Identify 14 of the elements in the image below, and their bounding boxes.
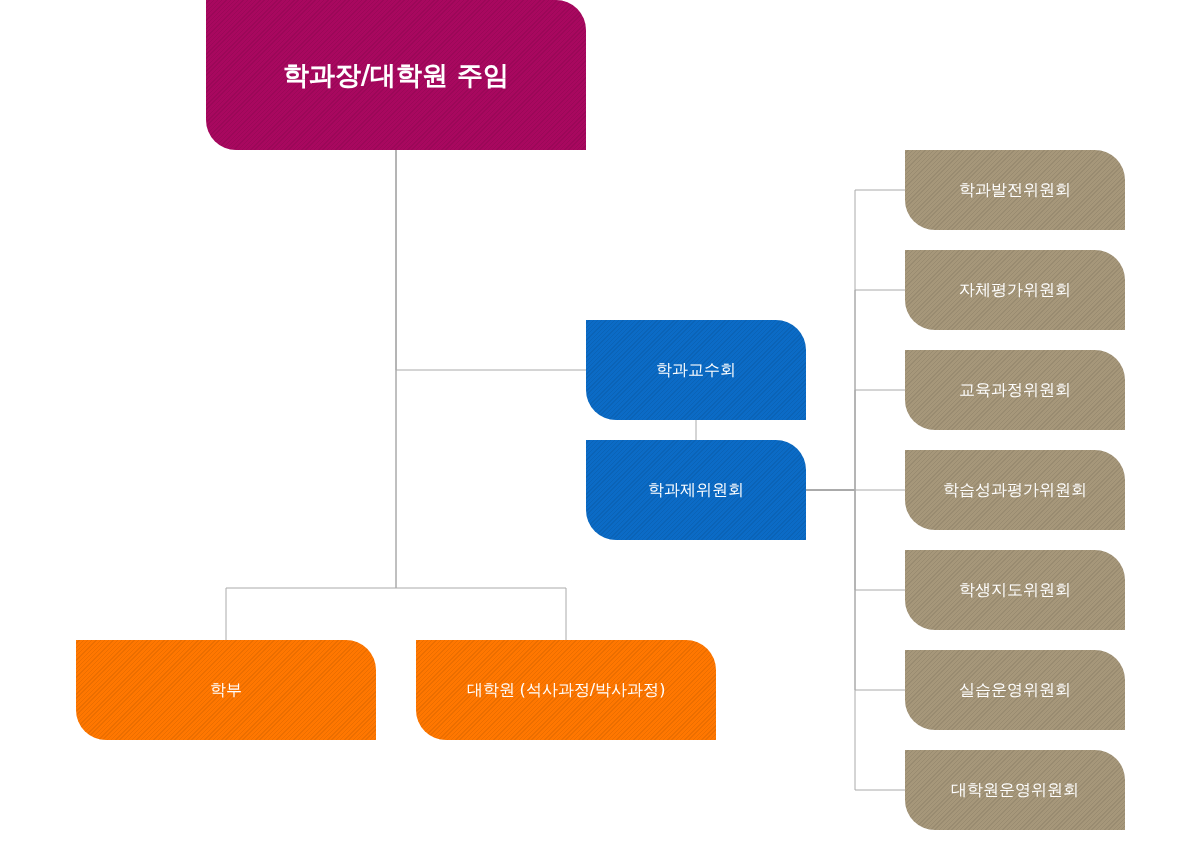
committee-box: 실습운영위원회 [905,650,1125,730]
division-box: 학부 [76,640,376,740]
committee-box: 자체평가위원회 [905,250,1125,330]
council-box: 학과교수회 [586,320,806,420]
committee-box: 대학원운영위원회 [905,750,1125,830]
division-box: 대학원 (석사과정/박사과정) [416,640,716,740]
connector-line [695,419,697,441]
committee-box: 학과제위원회 [586,440,806,540]
committee-box: 학생지도위원회 [905,550,1125,630]
connector-line [395,149,567,641]
head-box: 학과장/대학원 주임 [206,0,586,150]
committee-box: 학과발전위원회 [905,150,1125,230]
committee-box: 학습성과평가위원회 [905,450,1125,530]
committee-box: 교육과정위원회 [905,350,1125,430]
